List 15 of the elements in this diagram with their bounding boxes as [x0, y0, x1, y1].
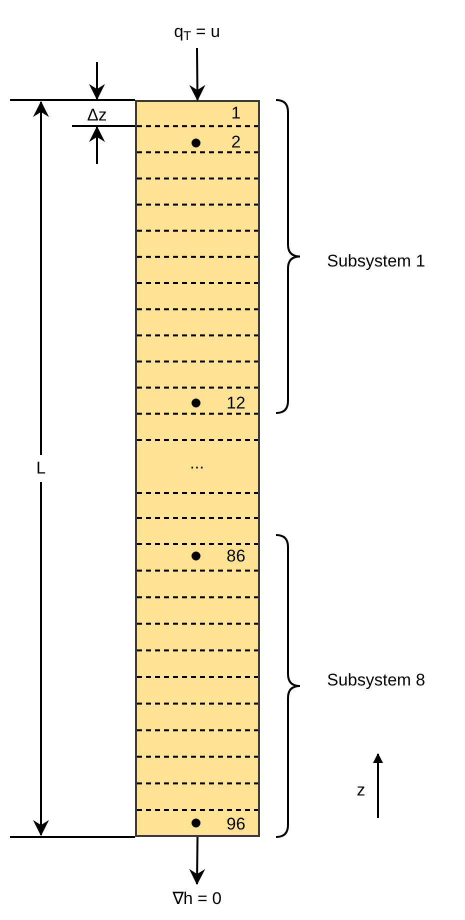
label: ...: [190, 454, 204, 472]
soil-column: [135, 100, 260, 837]
boundary-condition: q$_{T}$ = u: [174, 21, 220, 45]
label: 1: [231, 104, 241, 122]
boundary-condition: ∇h = 0: [172, 888, 222, 910]
label: Subsystem 8: [327, 672, 426, 688]
label: 12: [226, 394, 246, 412]
label: 96: [226, 816, 246, 832]
label: 86: [226, 548, 246, 564]
label: 2: [231, 134, 241, 150]
label: Δz: [87, 106, 107, 124]
label: z: [356, 782, 366, 798]
flux-arrow: [189, 836, 206, 885]
flux-arrow: [189, 48, 206, 101]
label: Subsystem 1: [327, 252, 426, 270]
